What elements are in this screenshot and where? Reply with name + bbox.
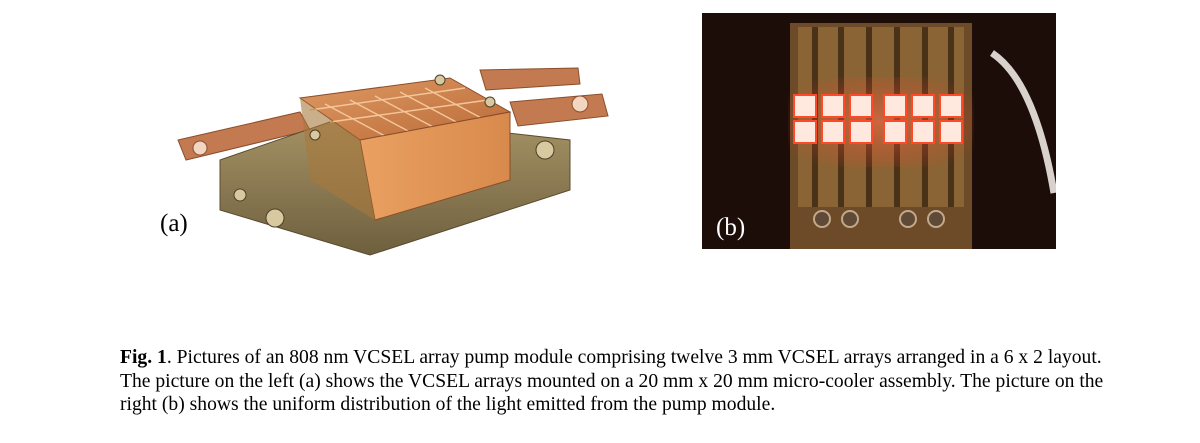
photo-vcsel-emission bbox=[702, 13, 1056, 249]
caption-line-2: The picture on the left (a) shows the VC… bbox=[120, 370, 1104, 392]
panel-a-label: (a) bbox=[160, 210, 188, 237]
photo-vcsel-module bbox=[150, 40, 630, 280]
caption-line-1-text: . Pictures of an 808 nm VCSEL array pump… bbox=[166, 347, 1102, 368]
figure-label: Fig. 1 bbox=[120, 347, 167, 368]
caption-line-1: Fig. 1. Pictures of an 808 nm VCSEL arra… bbox=[120, 346, 1200, 370]
panel-b-label: (b) bbox=[716, 214, 746, 241]
figure-caption: Fig. 1. Pictures of an 808 nm VCSEL arra… bbox=[120, 346, 1200, 417]
caption-line-3: right (b) shows the uniform distribution… bbox=[120, 394, 776, 415]
